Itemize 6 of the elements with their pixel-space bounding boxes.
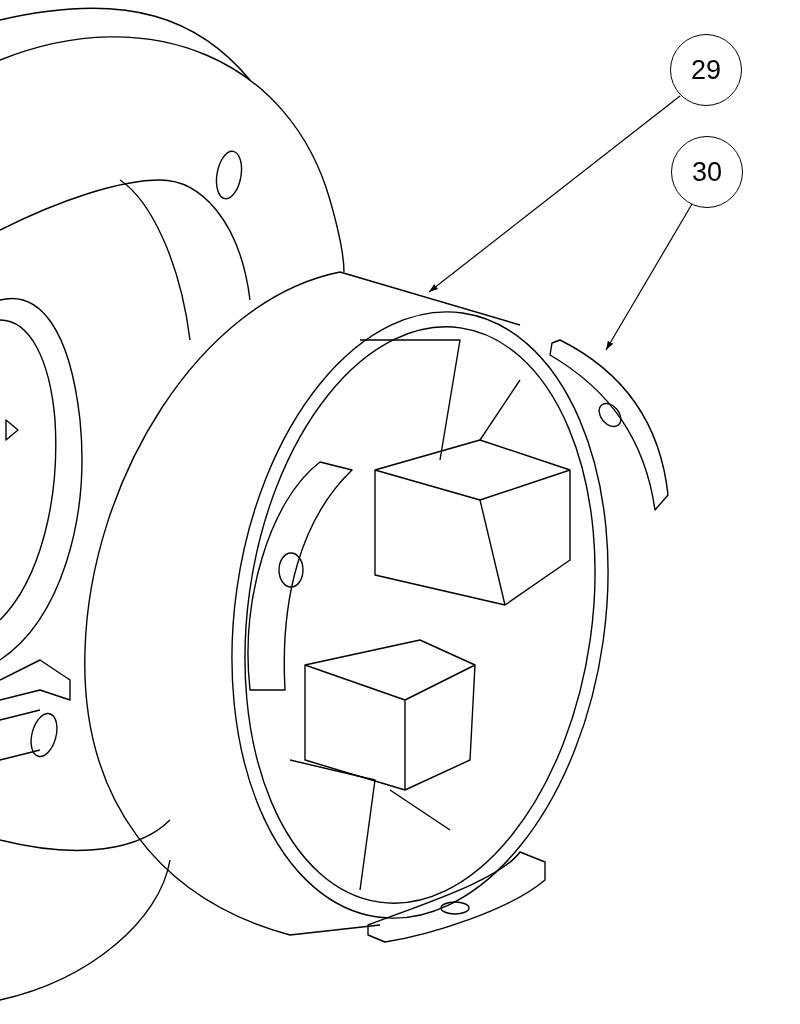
retaining-clip-drawing <box>549 339 669 511</box>
callout-number: 29 <box>670 34 742 106</box>
leader-line <box>428 95 681 293</box>
coupling-housing-drawing <box>84 271 609 936</box>
leader-line <box>605 203 693 351</box>
callout-number: 30 <box>671 136 743 208</box>
